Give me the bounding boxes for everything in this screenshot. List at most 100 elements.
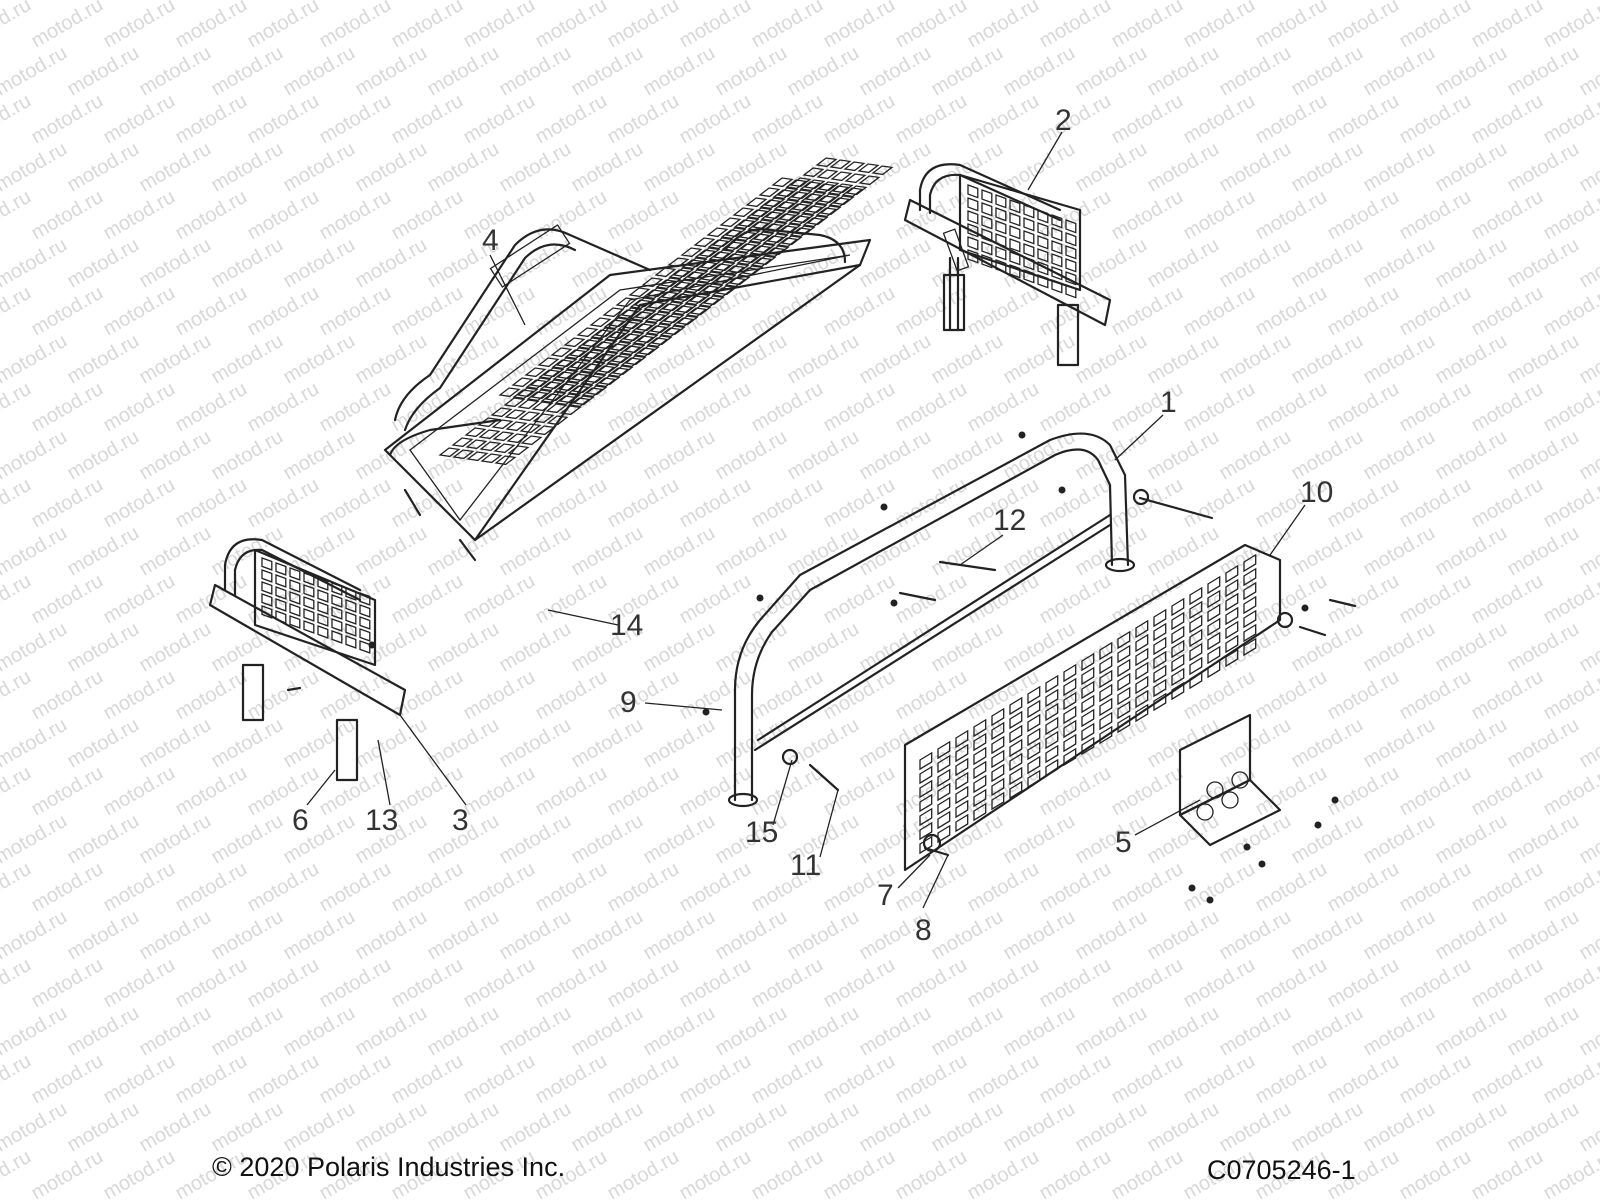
watermark-text: motod.ru bbox=[1576, 426, 1600, 485]
watermark-text: motod.ru bbox=[1144, 330, 1223, 389]
side-rail-part-3 bbox=[208, 538, 407, 782]
callout-1: 1 bbox=[1160, 386, 1177, 419]
callout-15: 15 bbox=[745, 816, 778, 849]
watermark-text: motod.ru bbox=[568, 426, 647, 485]
watermark-text: motod.ru bbox=[856, 714, 935, 773]
watermark-text: motod.ru bbox=[856, 426, 935, 485]
watermark-text: motod.ru bbox=[1468, 474, 1547, 533]
watermark-text: motod.ru bbox=[28, 90, 107, 149]
watermark-text: motod.ru bbox=[928, 1098, 1007, 1157]
watermark-text: motod.ru bbox=[1360, 426, 1439, 485]
watermark-text: motod.ru bbox=[28, 1050, 107, 1109]
watermark-text: motod.ru bbox=[1324, 90, 1403, 149]
watermark-text: motod.ru bbox=[712, 138, 791, 197]
watermark-text: motod.ru bbox=[640, 426, 719, 485]
watermark-text: motod.ru bbox=[388, 570, 467, 629]
watermark-text: motod.ru bbox=[1432, 618, 1511, 677]
watermark-text: motod.ru bbox=[1324, 762, 1403, 821]
watermark-text: motod.ru bbox=[820, 90, 899, 149]
watermark-text: motod.ru bbox=[1324, 474, 1403, 533]
watermark-text: motod.ru bbox=[136, 234, 215, 293]
watermark-text: motod.ru bbox=[1576, 138, 1600, 197]
watermark-text: motod.ru bbox=[1360, 522, 1439, 581]
watermark-text: motod.ru bbox=[316, 858, 395, 917]
watermark-text: motod.ru bbox=[748, 1050, 827, 1109]
watermark-text: motod.ru bbox=[604, 954, 683, 1013]
watermark-text: motod.ru bbox=[1036, 762, 1115, 821]
watermark-text: motod.ru bbox=[172, 378, 251, 437]
watermark-text: motod.ru bbox=[244, 90, 323, 149]
watermark-text: motod.ru bbox=[208, 234, 287, 293]
watermark-text: motod.ru bbox=[1468, 0, 1547, 52]
watermark-text: motod.ru bbox=[280, 138, 359, 197]
watermark-text: motod.ru bbox=[1216, 810, 1295, 869]
watermark-text: motod.ru bbox=[208, 330, 287, 389]
watermark-text: motod.ru bbox=[136, 810, 215, 869]
watermark-text: motod.ru bbox=[1252, 666, 1331, 725]
watermark-text: motod.ru bbox=[1216, 426, 1295, 485]
watermark-text: motod.ru bbox=[1576, 810, 1600, 869]
watermark-text: motod.ru bbox=[1216, 0, 1295, 4]
watermark-text: motod.ru bbox=[784, 426, 863, 485]
watermark-text: motod.ru bbox=[1468, 378, 1547, 437]
side-net-grid bbox=[919, 553, 1257, 855]
watermark-text: motod.ru bbox=[784, 1098, 863, 1157]
rack-grid-holes bbox=[438, 157, 894, 466]
watermark-text: motod.ru bbox=[1576, 1002, 1600, 1061]
callout-9: 9 bbox=[620, 686, 637, 719]
watermark-text: motod.ru bbox=[100, 90, 179, 149]
watermark-text: motod.ru bbox=[244, 378, 323, 437]
watermark-text: motod.ru bbox=[1108, 1050, 1187, 1109]
watermark-text: motod.ru bbox=[856, 138, 935, 197]
watermark-text: motod.ru bbox=[64, 618, 143, 677]
watermark-text: motod.ru bbox=[496, 1098, 575, 1157]
watermark-text: motod.ru bbox=[1216, 1002, 1295, 1061]
watermark-text: motod.ru bbox=[100, 1050, 179, 1109]
watermark-text: motod.ru bbox=[1576, 906, 1600, 965]
watermark-text: motod.ru bbox=[172, 666, 251, 725]
watermark-text: motod.ru bbox=[1432, 1098, 1511, 1157]
watermark-text: motod.ru bbox=[676, 762, 755, 821]
watermark-text: motod.ru bbox=[1576, 522, 1600, 581]
watermark-text: motod.ru bbox=[1396, 1146, 1475, 1200]
watermark-text: motod.ru bbox=[1216, 42, 1295, 101]
watermark-text: motod.ru bbox=[1396, 282, 1475, 341]
watermark-text: motod.ru bbox=[1360, 234, 1439, 293]
watermark-text: motod.ru bbox=[712, 522, 791, 581]
watermark-text: motod.ru bbox=[244, 0, 323, 52]
watermark-text: motod.ru bbox=[388, 90, 467, 149]
watermark-text: motod.ru bbox=[208, 0, 287, 4]
watermark-text: motod.ru bbox=[460, 954, 539, 1013]
watermark-text: motod.ru bbox=[280, 42, 359, 101]
watermark-text: motod.ru bbox=[1360, 810, 1439, 869]
watermark-text: motod.ru bbox=[1144, 906, 1223, 965]
watermark-text: motod.ru bbox=[676, 858, 755, 917]
watermark-text: motod.ru bbox=[640, 522, 719, 581]
watermark-text: motod.ru bbox=[1144, 138, 1223, 197]
watermark-text: motod.ru bbox=[1360, 618, 1439, 677]
watermark-text: motod.ru bbox=[28, 0, 107, 52]
watermark-text: motod.ru bbox=[0, 138, 71, 197]
watermark-text: motod.ru bbox=[352, 522, 431, 581]
watermark-text: motod.ru bbox=[856, 522, 935, 581]
watermark-text: motod.ru bbox=[532, 858, 611, 917]
watermark-text: motod.ru bbox=[1576, 714, 1600, 773]
watermark-text: motod.ru bbox=[640, 1002, 719, 1061]
watermark-text: motod.ru bbox=[64, 906, 143, 965]
watermark-text: motod.ru bbox=[280, 1098, 359, 1157]
watermark-text: motod.ru bbox=[1180, 90, 1259, 149]
watermark-text: motod.ru bbox=[640, 138, 719, 197]
watermark-text: motod.ru bbox=[0, 714, 71, 773]
watermark-text: motod.ru bbox=[352, 714, 431, 773]
watermark-text: motod.ru bbox=[784, 330, 863, 389]
watermark-text: motod.ru bbox=[136, 522, 215, 581]
watermark-text: motod.ru bbox=[1576, 42, 1600, 101]
watermark-text: motod.ru bbox=[424, 618, 503, 677]
watermark-text: motod.ru bbox=[172, 474, 251, 533]
watermark-text: motod.ru bbox=[712, 426, 791, 485]
watermark-text: motod.ru bbox=[1000, 618, 1079, 677]
watermark-text: motod.ru bbox=[604, 474, 683, 533]
watermark-text: motod.ru bbox=[1360, 138, 1439, 197]
watermark-text: motod.ru bbox=[856, 330, 935, 389]
watermark-text: motod.ru bbox=[28, 858, 107, 917]
